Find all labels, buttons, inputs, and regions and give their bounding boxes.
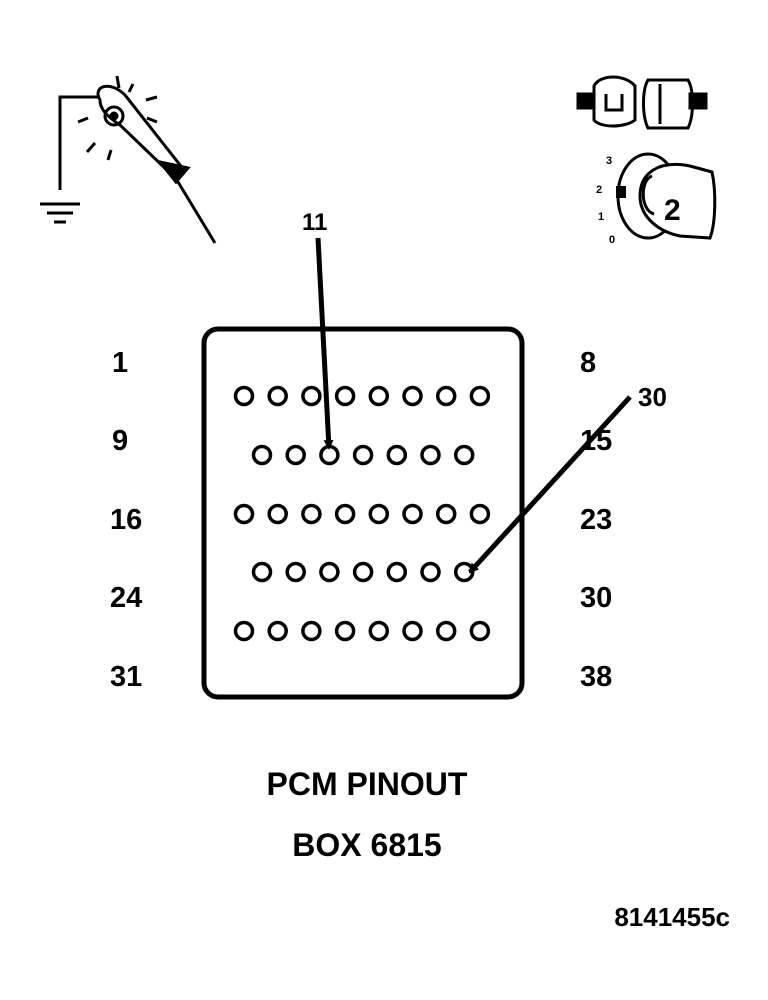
row-label-right: 23 [580,504,612,536]
pin-hole [301,385,322,407]
pin-hole [285,444,306,466]
ground-pin-callout: 30 [638,382,667,412]
probe-pin-callout: 11 [302,209,327,236]
pin-hole [267,385,288,407]
caption-title: PCM PINOUT [267,766,468,802]
pin-hole [469,503,491,525]
pin-hole [402,385,423,407]
pin-hole [319,444,340,466]
pin-hole [368,620,390,642]
pin-hole [469,385,491,407]
pin-hole [319,561,340,583]
pin-hole [233,385,255,407]
key-scale-0: 0 [609,234,615,246]
pin-hole [386,444,408,466]
pin-hole [352,561,374,583]
row-label-left: 24 [110,582,142,614]
test-light-icon [58,75,217,244]
pin-hole [386,561,408,583]
ground-wire [58,95,100,190]
row-label-right: 15 [580,425,612,457]
right-row-labels: 8 15 23 30 38 [580,347,612,693]
row-label-left: 9 [112,425,128,457]
pin-hole [233,620,255,642]
pin-hole [334,503,356,525]
ground-symbol-icon [40,202,80,224]
row-label-right: 8 [580,347,596,379]
pin-hole [453,444,475,466]
caption-subtitle: BOX 6815 [292,827,441,863]
pin-hole [301,503,322,525]
pin-hole [420,561,441,583]
figure-id: 8141455c [614,902,730,932]
key-scale-2: 2 [596,184,602,196]
row-label-right: 38 [580,661,612,693]
pin-hole [251,561,273,583]
row-label-left: 1 [112,347,128,379]
ignition-key-icon: 3 2 1 0 2 [596,152,717,246]
pin-hole [469,620,491,642]
pin-hole [435,385,457,407]
pin-hole [267,620,288,642]
pin-hole [267,503,288,525]
pin-hole [402,620,423,642]
key-scale-1: 1 [598,211,604,223]
pin-hole [402,503,423,525]
pin-hole [251,444,273,466]
pin-hole [334,620,356,642]
row-label-left: 31 [110,661,142,693]
probe-pin-arrow [315,237,334,450]
pin-hole [301,620,322,642]
key-position-digit: 2 [664,194,681,227]
disconnected-connector-icon [576,75,708,130]
ground-pin-arrow [468,395,632,574]
pin-hole [435,503,457,525]
pin-hole [233,503,255,525]
pin-hole [352,444,374,466]
pin-hole [368,503,390,525]
row-label-left: 16 [110,504,142,536]
pin-hole [368,385,390,407]
key-scale-3: 3 [606,155,612,167]
row-label-right: 30 [580,582,612,614]
pin-hole [435,620,457,642]
pin-hole [285,561,306,583]
pin-grid [233,385,491,642]
pin-hole [334,385,356,407]
left-row-labels: 1 9 16 24 31 [110,347,142,693]
pin-hole [420,444,441,466]
